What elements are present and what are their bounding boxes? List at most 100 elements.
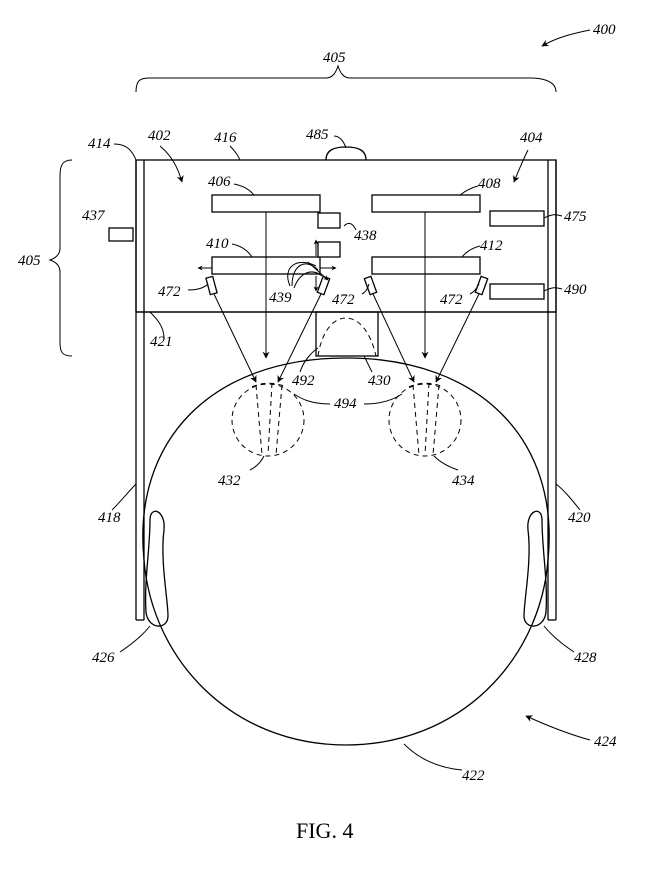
label-400: 400 [593,22,616,38]
sensor-ray [277,293,322,383]
label-422: 422 [462,768,485,784]
label-432: 432 [218,473,241,489]
label-438: 438 [354,228,377,244]
label-418: 418 [98,510,121,526]
leader-472-a [187,283,209,291]
leader-400 [541,29,591,47]
label-475: 475 [564,209,587,225]
leader-475 [543,214,563,219]
ear-428 [523,510,548,627]
top-brace [135,64,557,93]
leader-490 [543,287,563,292]
leader-404 [513,149,529,183]
leader-494-left [293,393,331,405]
leader-416 [229,145,241,161]
eye-432-ray [267,382,273,456]
sensor-ray [213,293,257,383]
leader-439 [287,261,317,287]
eye-432-ray [255,384,263,456]
eye-434 [388,383,462,457]
leader-485 [333,135,347,149]
label-472-a: 472 [158,284,181,300]
tracking-sensor-472-c [363,275,378,296]
label-424: 424 [594,734,617,750]
leader-432 [249,455,265,471]
leader-472-c [469,283,480,295]
label-426: 426 [92,650,115,666]
label-412: 412 [480,238,503,254]
leader-414 [113,143,137,161]
leader-412 [461,245,481,258]
display-408 [371,194,481,213]
leader-408 [459,185,479,196]
label-428: 428 [574,650,597,666]
left-brace [48,159,73,357]
tracking-sensor-472-d [474,275,489,296]
label-490: 490 [564,282,587,298]
label-406: 406 [208,174,231,190]
label-404: 404 [520,130,543,146]
display-406 [211,194,321,213]
leader-438 [343,222,357,231]
leader-434 [433,455,459,471]
eye-434-ray [432,384,440,456]
tracking-sensor-472-b [316,275,331,296]
label-405-top: 405 [323,50,346,66]
leader-428 [543,625,575,653]
label-408: 408 [478,176,501,192]
label-405-left: 405 [18,253,41,269]
eye-434-ray [424,382,430,456]
leader-492 [299,347,319,373]
leader-406 [233,183,255,196]
eye-432 [231,383,305,457]
label-410: 410 [206,236,229,252]
figure-caption: FIG. 4 [296,818,353,843]
tracking-sensor-472-a [205,275,218,296]
camera-430 [315,311,379,357]
label-472-c: 472 [440,292,463,308]
label-421: 421 [150,334,173,350]
label-485: 485 [306,127,329,143]
component-438-upper [317,212,341,229]
head-422 [142,357,550,746]
sensor-ray [372,293,415,383]
camera-430-fov [317,317,377,357]
eye-432-ray [275,384,283,456]
label-439: 439 [269,290,292,306]
leader-494-right [363,393,403,405]
leader-472-b [361,283,370,295]
sensor-485 [325,146,367,161]
leader-426 [119,625,151,653]
label-420: 420 [568,510,591,526]
label-416: 416 [214,130,237,146]
label-492: 492 [292,373,315,389]
leader-439 [291,263,319,287]
leader-439 [293,271,323,289]
leader-418 [111,483,137,511]
ear-426 [144,510,169,627]
component-437 [108,227,134,242]
sensor-ray [435,293,480,383]
leader-421 [149,311,165,339]
component-490 [489,283,545,300]
display-412 [371,256,481,275]
leader-430 [363,355,373,373]
label-472-b: 472 [332,292,355,308]
eye-432-cornea [251,382,287,388]
label-414: 414 [88,136,111,152]
eye-434-ray [412,384,420,456]
label-430: 430 [368,373,391,389]
eye-434-cornea [408,382,444,388]
leader-410 [231,243,253,258]
leader-422 [403,743,463,771]
component-475 [489,210,545,227]
leader-424 [525,715,591,741]
label-402: 402 [148,128,171,144]
label-494: 494 [334,396,357,412]
leader-402 [159,145,184,183]
leader-420 [555,483,581,511]
label-437: 437 [82,208,106,224]
label-434: 434 [452,473,475,489]
